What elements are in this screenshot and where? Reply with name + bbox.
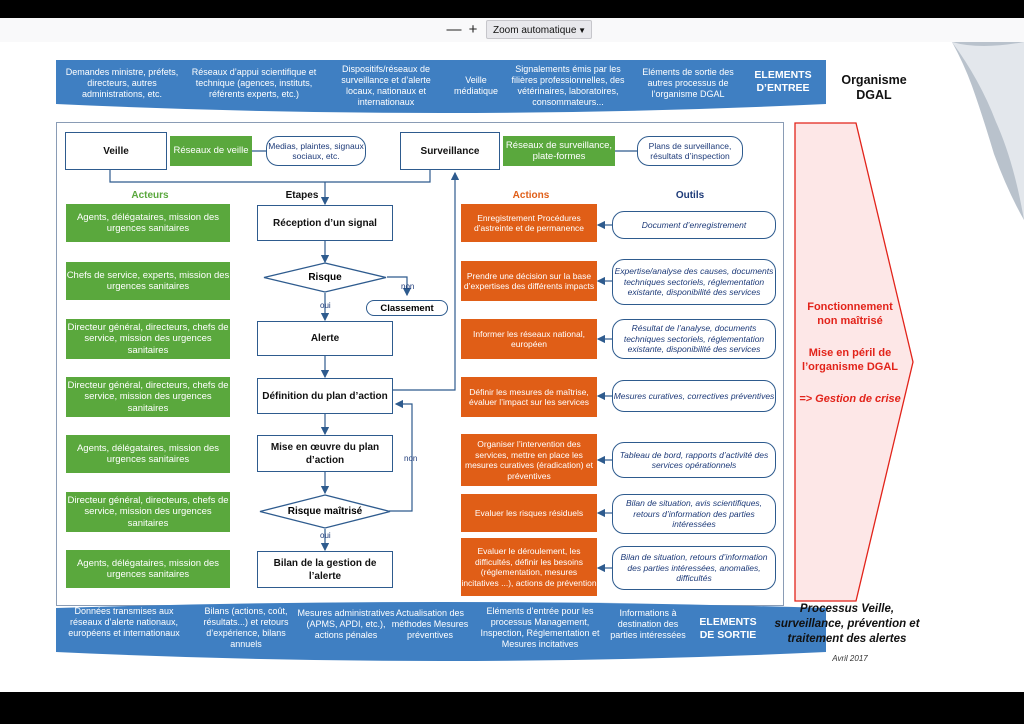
outil-pill: Mesures curatives, correctives préventiv…	[612, 380, 776, 412]
acteur-box: Directeur général, directeurs, chefs de …	[66, 377, 230, 417]
page-curl-decoration	[952, 42, 1024, 220]
etape-mise-en-oeuvre: Mise en œuvre du plan d’action	[257, 435, 393, 472]
action-box: Prendre une décision sur la base d’exper…	[461, 261, 597, 301]
sortie-item: Mesures administratives (APMS, APDI, etc…	[297, 608, 395, 640]
sortie-banner-shape	[56, 602, 826, 661]
action-box: Evaluer les risques résiduels	[461, 494, 597, 532]
risque-diamond	[263, 262, 387, 293]
non-label: non	[401, 282, 415, 291]
sortie-item: Données transmises aux réseaux d’alerte …	[68, 606, 180, 638]
organisme-title: Organisme DGAL	[841, 73, 907, 102]
processus-title: Processus Veille, surveillance, préventi…	[774, 603, 920, 645]
risque-label: Risque	[308, 271, 342, 283]
zoom-in-button[interactable]: +	[468, 21, 478, 38]
etape-definition: Définition du plan d’action	[257, 378, 393, 414]
reseaux-veille-box: Réseaux de veille	[170, 136, 252, 166]
outil-pill: Résultat de l’analyse, documents techniq…	[612, 319, 776, 359]
acteur-box: Agents, délégataires, mission des urgenc…	[66, 435, 230, 473]
plans-pill: Plans de surveillance, résultats d’inspe…	[637, 136, 743, 166]
crisis-line-1: Fonctionnement non maîtrisé	[807, 301, 893, 327]
window-bottom-bar	[0, 692, 1024, 724]
window-top-bar	[0, 0, 1024, 18]
zoom-select-label: Zoom automatique	[493, 25, 577, 36]
sortie-item: Informations à destination des parties i…	[610, 608, 686, 640]
oui-label: oui	[320, 531, 331, 540]
outil-pill: Bilan de situation, retours d’informatio…	[612, 546, 776, 590]
acteur-box: Agents, délégataires, mission des urgenc…	[66, 550, 230, 588]
pdf-page: Demandes ministre, préfets, directeurs, …	[0, 42, 1024, 692]
zoom-select[interactable]: Zoom automatique ▼	[486, 20, 592, 39]
outils-header: Outils	[675, 189, 705, 201]
acteur-box: Agents, délégataires, mission des urgenc…	[66, 204, 230, 242]
etapes-header: Etapes	[285, 189, 319, 201]
crisis-line-2: Mise en péril de l’organisme DGAL	[802, 347, 898, 373]
acteurs-header: Acteurs	[131, 189, 169, 201]
veille-box: Veille	[65, 132, 167, 170]
sortie-item: Actualisation des méthodes Mesures préve…	[391, 608, 469, 640]
crisis-arrow-shape	[794, 122, 914, 602]
reseaux-surveillance-box: Réseaux de surveillance, plate-formes	[503, 136, 615, 166]
actions-header: Actions	[512, 189, 550, 201]
risque-maitrise-label: Risque maîtrisé	[287, 505, 363, 517]
entree-item: Veille médiatique	[453, 75, 499, 96]
risque-maitrise-diamond	[259, 494, 391, 529]
medias-pill: Medias, plaintes, signaux sociaux, etc.	[266, 136, 366, 166]
entree-item: Signalements émis par les filières profe…	[511, 64, 625, 107]
acteur-box: Directeur général, directeurs, chefs de …	[66, 492, 230, 532]
crisis-line-3: => Gestion de crise	[799, 393, 901, 405]
sortie-item: Bilans (actions, coût, résultats...) et …	[203, 606, 289, 649]
non-label: non	[404, 454, 418, 463]
etape-bilan: Bilan de la gestion de l’alerte	[257, 551, 393, 588]
outil-pill: Document d’enregistrement	[612, 211, 776, 239]
action-box: Enregistrement Procédures d’astreinte et…	[461, 204, 597, 242]
action-box: Evaluer le déroulement, les difficultés,…	[461, 538, 597, 596]
etape-alerte: Alerte	[257, 321, 393, 356]
sortie-item: Eléments d’entrée pour les processus Man…	[480, 606, 600, 649]
surveillance-box: Surveillance	[400, 132, 500, 170]
classement-box: Classement	[366, 300, 448, 316]
oui-label: oui	[320, 301, 331, 310]
outil-pill: Expertise/analyse des causes, documents …	[612, 259, 776, 305]
chevron-down-icon: ▼	[578, 26, 586, 35]
entree-item: Demandes ministre, préfets, directeurs, …	[65, 67, 179, 99]
action-box: Définir les mesures de maîtrise, évaluer…	[461, 377, 597, 417]
entree-banner-shape	[56, 60, 826, 113]
action-box: Informer les réseaux national, européen	[461, 319, 597, 359]
outil-pill: Tableau de bord, rapports d’activité des…	[612, 442, 776, 478]
action-box: Organiser l’intervention des services, m…	[461, 434, 597, 486]
entree-item: Réseaux d’appui scientifique et techniqu…	[191, 67, 317, 99]
acteur-box: Directeur général, directeurs, chefs de …	[66, 319, 230, 359]
entree-item: Dispositifs/réseaux de surveillance et d…	[341, 64, 431, 107]
pdf-toolbar: — + Zoom automatique ▼	[0, 18, 1024, 43]
entree-label: ELEMENTS D’ENTREE	[754, 69, 812, 94]
sortie-label: ELEMENTS DE SORTIE	[699, 616, 757, 641]
etape-reception: Réception d’un signal	[257, 205, 393, 241]
outil-pill: Bilan de situation, avis scientifiques, …	[612, 494, 776, 534]
acteur-box: Chefs de service, experts, mission des u…	[66, 262, 230, 300]
zoom-out-button[interactable]: —	[446, 21, 462, 38]
entree-item: Eléments de sortie des autres processus …	[642, 67, 734, 99]
processus-date: Avril 2017	[832, 654, 868, 663]
